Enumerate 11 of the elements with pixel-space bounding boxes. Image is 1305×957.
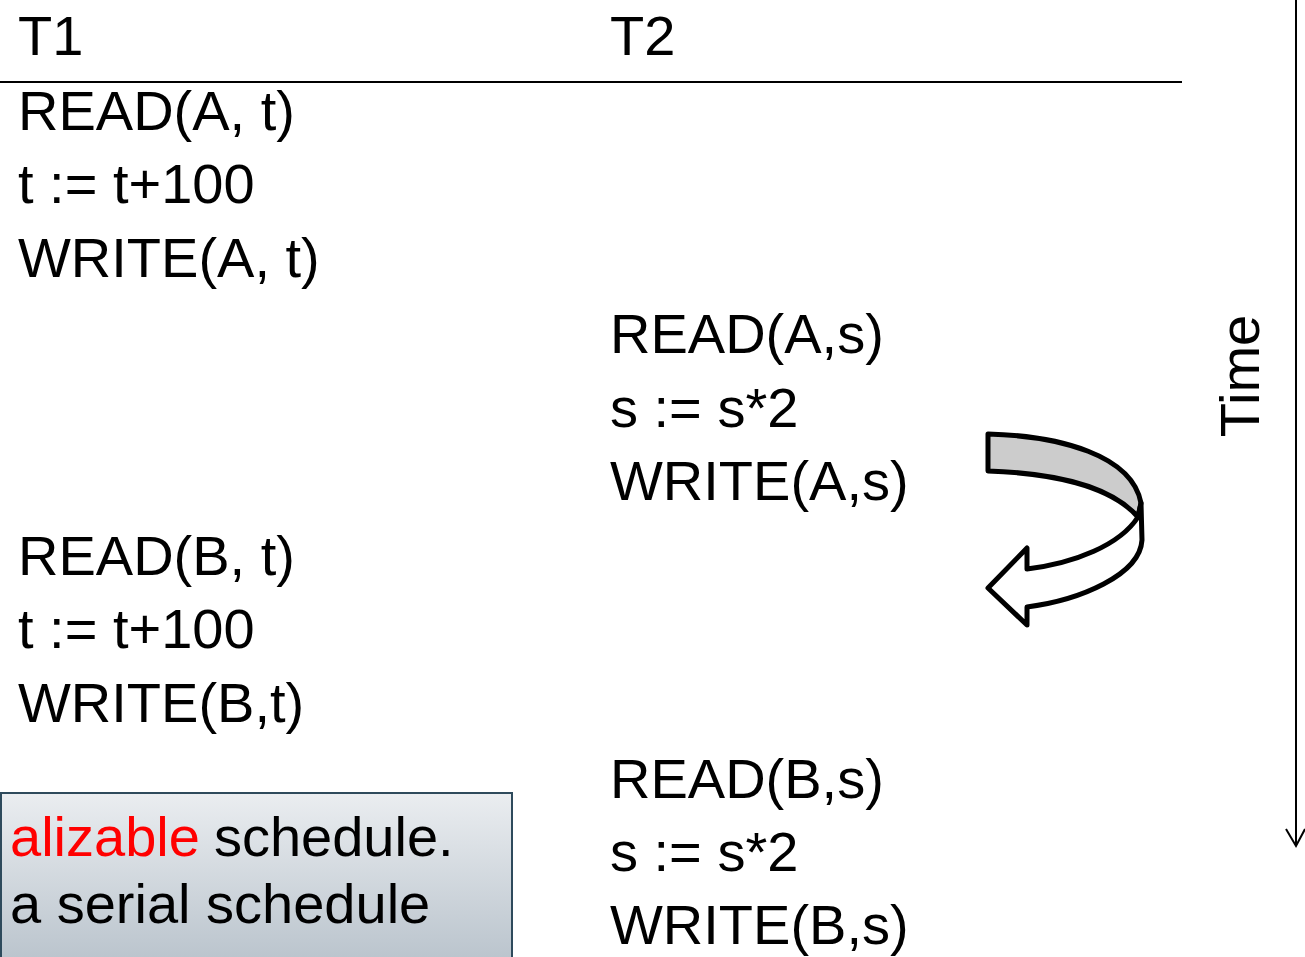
callout-text: a serial schedule [10, 874, 431, 934]
callout-text: alizable [10, 808, 200, 867]
operation-text: t := t+100 [18, 156, 255, 212]
callout-text: schedule. [213, 808, 454, 867]
callout-box [0, 792, 513, 957]
column-heading: T2 [610, 8, 676, 64]
operation-text: s := s*2 [610, 824, 799, 880]
operation-text: s := s*2 [610, 380, 799, 436]
operation-text: t := t+100 [18, 601, 255, 657]
axis-label: Time [1212, 314, 1268, 438]
column-heading: T1 [18, 8, 84, 64]
